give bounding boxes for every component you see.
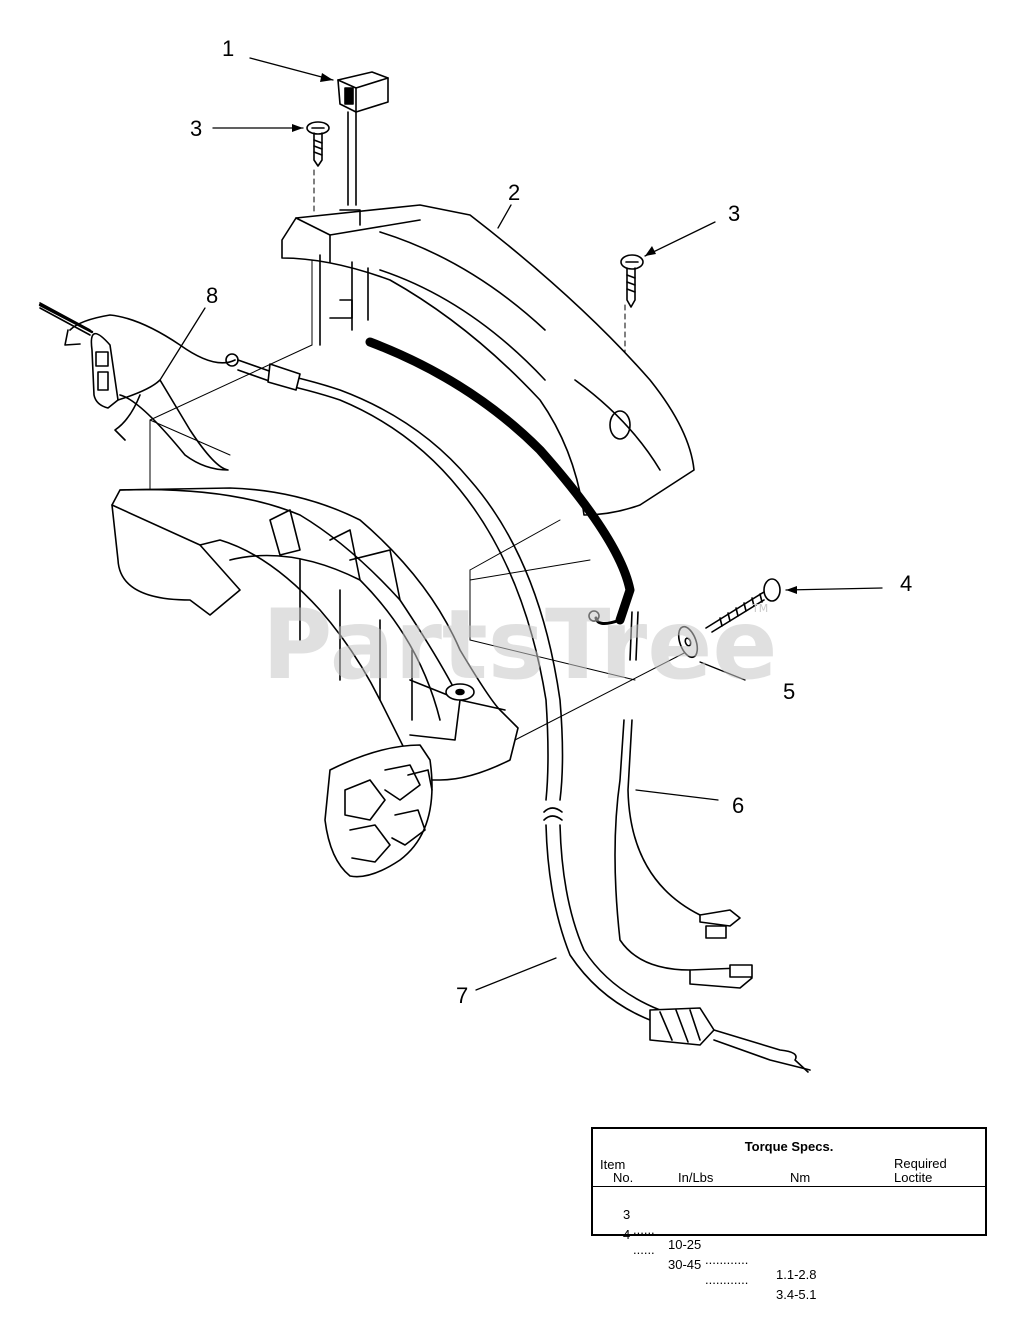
header-loctite: Loctite (894, 1170, 933, 1185)
table-divider (593, 1186, 985, 1187)
callout-3-top: 3 (190, 116, 202, 141)
row-item: 4 (623, 1227, 631, 1242)
row-dots: ............ (705, 1252, 749, 1267)
upper-handle-half (281, 204, 695, 516)
trigger-lever (38, 302, 239, 471)
header-nm: Nm (790, 1170, 811, 1185)
callout-5: 5 (783, 679, 795, 704)
callout-4: 4 (900, 571, 912, 596)
bolt (705, 578, 781, 633)
torque-row: 4 ...... 30-45 ............ 3.4-5.1 (593, 1212, 816, 1317)
watermark-text: PartsTree (262, 589, 777, 701)
watermark-tm: TM (751, 602, 768, 615)
wire-leads (614, 611, 753, 989)
callout-2: 2 (508, 180, 520, 205)
header-required: Required (894, 1156, 947, 1171)
callout-8: 8 (206, 283, 218, 308)
row-item: 3 (623, 1207, 631, 1222)
switch-part (337, 71, 389, 206)
throttle-cable (237, 359, 811, 1073)
callout-3-right: 3 (728, 201, 740, 226)
callout-1: 1 (222, 36, 234, 61)
row-nm: 1.1-2.8 (776, 1267, 817, 1282)
header-in-lbs: In/Lbs (678, 1170, 714, 1185)
washer (677, 625, 699, 659)
row-nm: 3.4-5.1 (776, 1287, 817, 1302)
torque-table-title: Torque Specs. (744, 1139, 834, 1154)
lower-handle-half (111, 487, 519, 878)
wire-harness-sleeve (365, 337, 635, 625)
callout-6: 6 (732, 793, 744, 818)
header-no: No. (613, 1170, 634, 1185)
torque-specs-table: Torque Specs. Item No. In/Lbs Nm Require… (591, 1127, 987, 1302)
row-in-lbs: 30-45 (668, 1257, 702, 1272)
row-dots: ...... (633, 1222, 655, 1237)
row-dots: ...... (633, 1242, 655, 1257)
screw-top (306, 121, 330, 167)
exploded-parts-diagram: PartsTree TM 1 2 3 3 4 5 6 7 8 (38, 36, 912, 1073)
header-item: Item (600, 1157, 626, 1172)
leader-lines (159, 57, 883, 991)
row-in-lbs: 10-25 (668, 1237, 702, 1252)
torque-row: 3 ...... 10-25 ............ 1.1-2.8 (593, 1192, 816, 1297)
screw-right (620, 254, 644, 308)
callout-7: 7 (456, 983, 468, 1008)
